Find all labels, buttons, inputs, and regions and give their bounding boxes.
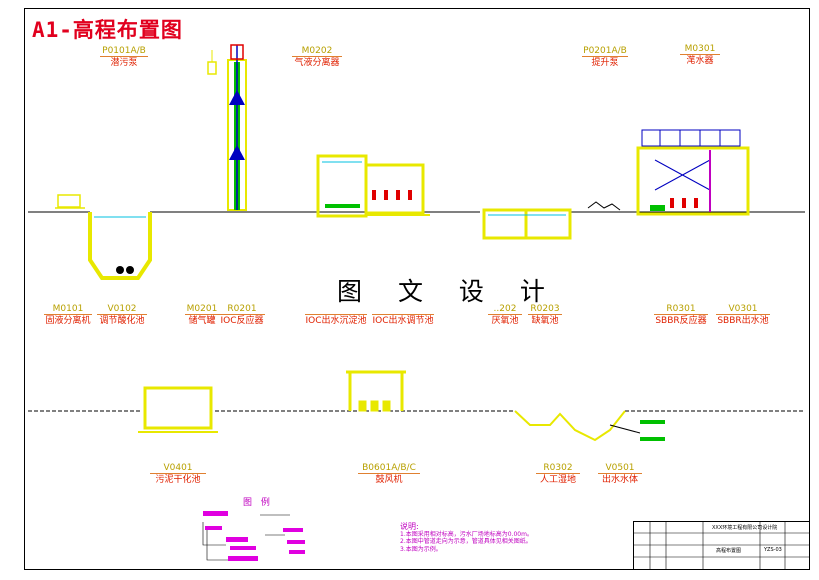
legend-lines bbox=[202, 514, 290, 561]
drawing-notes: 说明: 1.本图采用相对标高，污水厂场地标高为0.00m。 2.本图中管道走向为… bbox=[400, 523, 533, 553]
note-line: 2.本图中管道走向为示意，管道具体见相关图纸。 bbox=[400, 538, 532, 545]
watermark: 图 文 设 计 bbox=[337, 277, 559, 306]
tank-v0401 bbox=[138, 386, 218, 433]
title-block-grid bbox=[633, 521, 810, 570]
note-line: 3.本图为示例。 bbox=[400, 545, 442, 553]
outlet-v0501 bbox=[640, 420, 665, 441]
pump-p0201 bbox=[587, 201, 621, 211]
title-block-company: XXX环境工程有限公司设计院 bbox=[712, 525, 778, 531]
legend-title: 图 例 bbox=[243, 498, 273, 508]
reactor-r0201 bbox=[207, 44, 247, 211]
tank-ioc-outlet bbox=[316, 154, 430, 218]
label-ioc-sed: IOC出水沉淀池 bbox=[305, 314, 367, 326]
notes-heading: 说明: bbox=[400, 522, 419, 531]
separator-m0101 bbox=[55, 194, 85, 209]
title-block-drawing-name: 高程布置图 bbox=[716, 548, 742, 554]
drawing-title: A1-高程布置图 bbox=[32, 18, 183, 42]
title-block bbox=[633, 521, 810, 570]
label-ioc-reg: IOC出水调节池 bbox=[372, 314, 434, 326]
drawing-frame bbox=[24, 8, 810, 570]
reactor-r0301 bbox=[636, 129, 750, 216]
tank-v0102 bbox=[88, 212, 152, 280]
note-line: 1.本图采用相对标高，污水厂场地标高为0.00m。 bbox=[400, 530, 533, 538]
tank-r0202-r0203 bbox=[482, 208, 572, 240]
wetland-r0302 bbox=[514, 410, 641, 442]
blower-house-b0601 bbox=[346, 370, 406, 412]
legend-graphics bbox=[203, 511, 305, 561]
title-block-drawing-no: YZS-03 bbox=[764, 547, 782, 553]
